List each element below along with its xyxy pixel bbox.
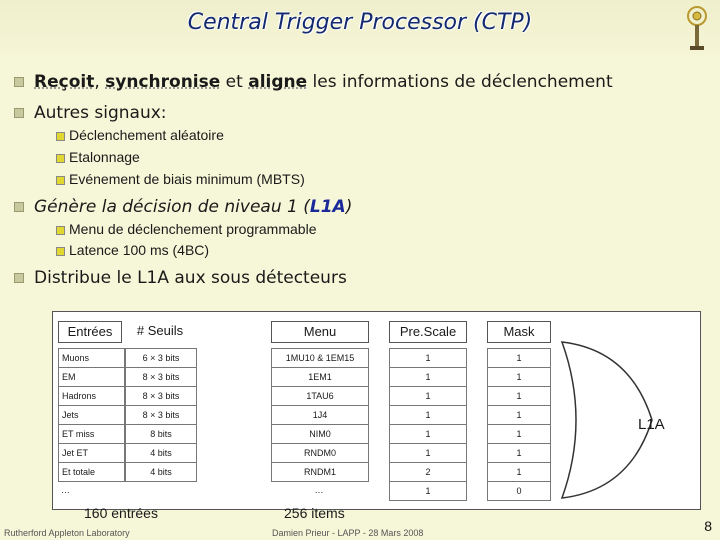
table-cell-menu: 1J4	[271, 405, 369, 425]
footer-lab: Rutherford Appleton Laboratory	[4, 528, 130, 538]
sub-item-text: Evénement de biais minimum (MBTS)	[69, 171, 305, 187]
footer-author: Damien Prieur - LAPP - 28 Mars 2008	[272, 528, 424, 538]
header-prescale: Pre.Scale	[389, 321, 467, 343]
table-cell-mask: 1	[487, 348, 551, 368]
table-cell-mask: 0	[487, 481, 551, 501]
table-cell-entree: Hadrons	[58, 386, 125, 406]
sub-item-text: Etalonnage	[69, 149, 140, 165]
sub-item: Déclenchement aléatoire	[56, 127, 224, 143]
bullet-square-icon	[14, 273, 24, 283]
or-gate-icon	[560, 341, 653, 499]
table-cell-menu: …	[314, 485, 324, 495]
table-cell-menu: NIM0	[271, 424, 369, 444]
l1a-output-label: L1A	[638, 416, 665, 433]
table-cell-prescale: 1	[389, 481, 467, 501]
sep: ,	[94, 72, 106, 92]
lab-logo-icon	[687, 6, 707, 50]
sub-bullet-icon	[56, 175, 65, 185]
bullet-distribue: Distribue le L1A aux sous détecteurs	[14, 268, 347, 288]
table-cell-mask: 1	[487, 462, 551, 482]
bullet-genere-post: )	[345, 197, 353, 217]
table-cell-entree: EM	[58, 367, 125, 387]
table-cell-mask: 1	[487, 443, 551, 463]
slide-title: Central Trigger Processor (CTP)	[187, 10, 533, 35]
table-cell-seuils: 8 × 3 bits	[125, 386, 197, 406]
bullet-rest: les informations de déclenchement	[307, 72, 613, 92]
title-band	[0, 0, 720, 60]
table-cell-menu: 1MU10 & 1EM15	[271, 348, 369, 368]
sub-item: Etalonnage	[56, 149, 140, 165]
header-entrees: Entrées	[58, 321, 122, 343]
sub-item: Evénement de biais minimum (MBTS)	[56, 171, 305, 187]
table-cell-menu: RNDM0	[271, 443, 369, 463]
table-cell-entree: Jets	[58, 405, 125, 425]
bullet-autres: Autres signaux:	[14, 103, 167, 123]
bullet-distribue-text: Distribue le L1A aux sous détecteurs	[34, 268, 347, 288]
bullet-square-icon	[14, 108, 24, 118]
bullet-autres-text: Autres signaux:	[34, 103, 167, 123]
bullet-square-icon	[14, 77, 24, 87]
table-cell-mask: 1	[487, 405, 551, 425]
table-cell-entree: Et totale	[58, 462, 125, 482]
table-cell-seuils	[125, 481, 195, 499]
table-cell-entree: Jet ET	[58, 443, 125, 463]
page-number: 8	[704, 518, 712, 534]
table-cell-prescale: 2	[389, 462, 467, 482]
table-cell-seuils: 6 × 3 bits	[125, 348, 197, 368]
table-cell-entree: ET miss	[58, 424, 125, 444]
table-cell-prescale: 1	[389, 367, 467, 387]
sub-bullet-icon	[56, 131, 65, 141]
entrees-count: 160 entrées	[84, 505, 158, 521]
header-seuils: # Seuils	[136, 323, 184, 338]
table-cell-entree: …	[61, 485, 70, 495]
table-cell-prescale: 1	[389, 348, 467, 368]
word-aligne: aligne	[248, 72, 308, 92]
table-cell-entree: Muons	[58, 348, 125, 368]
table-cell-seuils: 8 × 3 bits	[125, 367, 197, 387]
sub-bullet-icon	[56, 225, 65, 235]
sub-item-text: Déclenchement aléatoire	[69, 127, 224, 143]
sub-item-text: Menu de déclenchement programmable	[69, 221, 317, 237]
bullet-square-icon	[14, 202, 24, 212]
header-menu: Menu	[271, 321, 369, 343]
sub-item: Menu de déclenchement programmable	[56, 221, 316, 237]
table-cell-prescale: 1	[389, 443, 467, 463]
sub-item: Latence 100 ms (4BC)	[56, 242, 209, 258]
word-synchronise: synchronise	[105, 72, 221, 92]
l1a-highlight: L1A	[309, 197, 346, 217]
sub-bullet-icon	[56, 153, 65, 163]
table-cell-mask: 1	[487, 386, 551, 406]
word-recoit: Reçoit	[34, 72, 95, 92]
bullet-genere: Génère la décision de niveau 1 (L1A)	[14, 197, 352, 217]
header-mask: Mask	[487, 321, 551, 343]
table-cell-menu: RNDM1	[271, 462, 369, 482]
table-cell-seuils: 4 bits	[125, 462, 197, 482]
word-et: et	[220, 72, 249, 92]
items-count: 256 items	[284, 505, 345, 521]
table-cell-menu: 1EM1	[271, 367, 369, 387]
table-cell-seuils: 8 bits	[125, 424, 197, 444]
bullet-recoit: Reçoit, synchronise et aligne les inform…	[14, 72, 613, 92]
table-cell-prescale: 1	[389, 405, 467, 425]
table-cell-prescale: 1	[389, 386, 467, 406]
table-cell-seuils: 8 × 3 bits	[125, 405, 197, 425]
table-cell-mask: 1	[487, 367, 551, 387]
table-cell-seuils: 4 bits	[125, 443, 197, 463]
sub-bullet-icon	[56, 246, 65, 256]
table-cell-menu: 1TAU6	[271, 386, 369, 406]
bullet-genere-text: Génère la décision de niveau 1 (	[34, 197, 310, 217]
sub-item-text: Latence 100 ms (4BC)	[69, 242, 210, 258]
table-cell-prescale: 1	[389, 424, 467, 444]
table-cell-mask: 1	[487, 424, 551, 444]
